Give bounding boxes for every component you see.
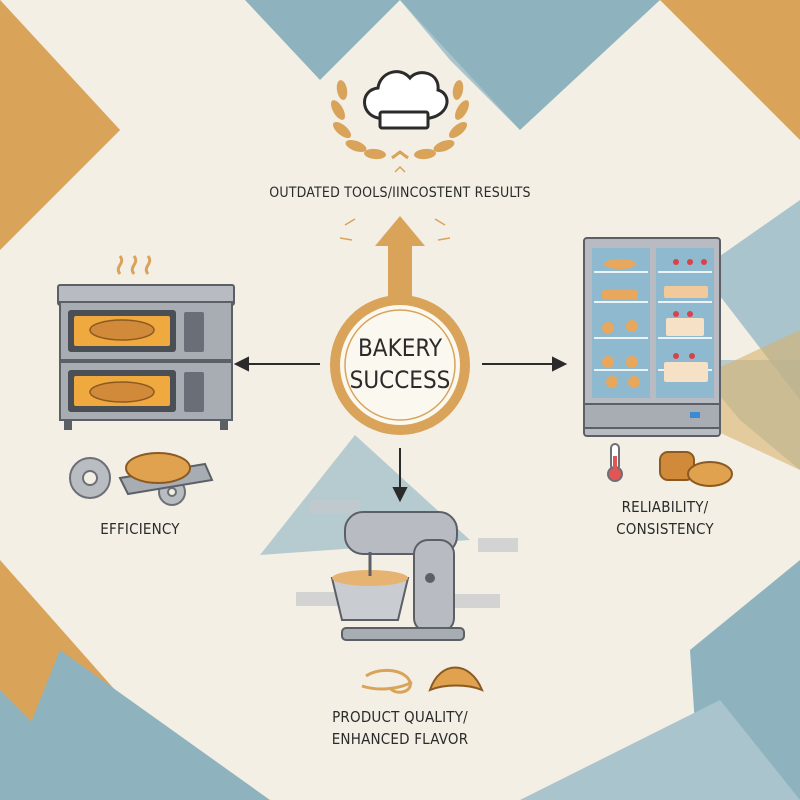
center-title-line1: BAKERY xyxy=(357,334,443,362)
right-label-line2: CONSISTENCY xyxy=(616,520,714,538)
chef-hat-icon xyxy=(363,70,449,130)
node-label-bottom: PRODUCT QUALITY/ ENHANCED FLAVOR xyxy=(300,706,500,750)
display-fridge-icon xyxy=(583,237,721,437)
connector-arrows xyxy=(233,356,568,503)
center-title: BAKERY SUCCESS xyxy=(330,332,470,396)
croissant-icon xyxy=(428,666,484,692)
node-label-top: OUTDATED TOOLS/IINCOSTENT RESULTS xyxy=(220,182,580,204)
top-label-text: OUTDATED TOOLS/IINCOSTENT RESULTS xyxy=(269,185,531,201)
steam-icon xyxy=(116,255,152,275)
laurel-wreath-icon xyxy=(331,80,469,160)
gears-icon xyxy=(69,457,186,506)
node-label-left: EFFICIENCY xyxy=(70,518,210,540)
up-arrow xyxy=(375,216,425,300)
bread-loaves-icon xyxy=(659,451,733,487)
right-label-line1: RELIABILITY/ xyxy=(621,498,709,516)
small-arrows-icon xyxy=(339,165,451,241)
stand-mixer-icon xyxy=(296,500,518,641)
bottom-label-line2: ENHANCED FLAVOR xyxy=(331,730,469,748)
double-deck-oven-icon xyxy=(57,284,235,430)
left-label-text: EFFICIENCY xyxy=(100,520,180,538)
bread-tray-icon xyxy=(118,452,214,496)
swirl-icon xyxy=(361,668,413,694)
center-ring xyxy=(330,295,470,435)
thermometer-icon xyxy=(607,443,623,482)
center-title-line2: SUCCESS xyxy=(349,366,451,394)
node-label-right: RELIABILITY/ CONSISTENCY xyxy=(590,496,740,540)
bottom-label-line1: PRODUCT QUALITY/ xyxy=(332,708,468,726)
